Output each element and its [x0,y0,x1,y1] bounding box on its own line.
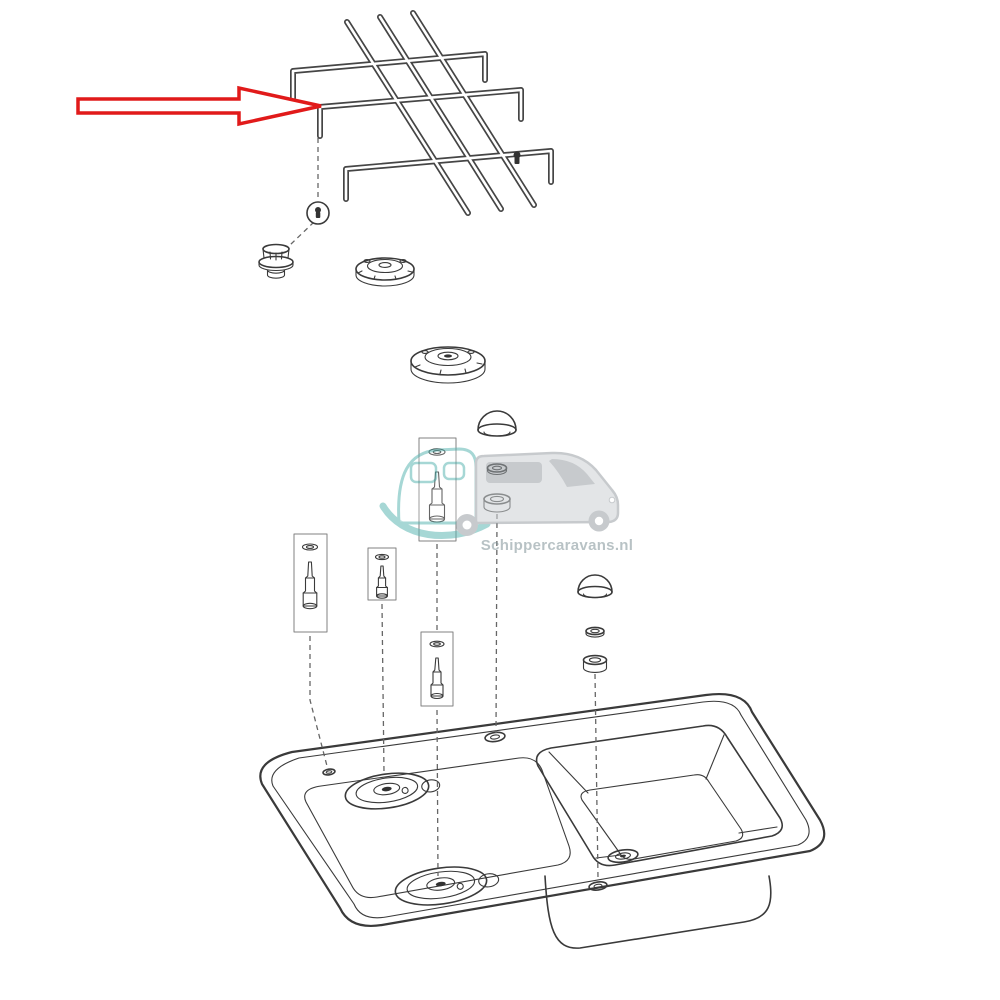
leader-left-chain [309,636,328,767]
leader-right-chain [594,673,599,879]
sink-bowl-bottom [580,774,744,860]
watermark-text: Schippercaravans.nl [481,537,633,554]
seal-ring-right [585,626,605,638]
sink-bowl [535,724,783,949]
sink-hob-unit [259,693,826,949]
leader-jet2-to-front-burner [436,709,439,877]
gas-jet-2 [430,657,444,697]
grid-wire-outlines [290,10,554,216]
burner-base-medium [355,257,415,287]
burner-recess-front [394,866,500,906]
burner-cap-small [258,243,294,279]
watermark: Schippercaravans.nl [379,447,633,554]
leader-mid-chain-to-rear-burner [381,603,385,774]
burner-dome-center [477,410,517,437]
pan-support-grid [290,10,554,216]
leader-lines [289,138,599,879]
highlight-arrow [76,85,322,127]
grid-wire-cores [291,11,553,215]
burner-dome-right [577,574,613,599]
grid-foot [513,151,521,164]
grid-foot-detail [306,201,330,225]
gas-jet-4 [376,565,388,597]
spacer-ring-right [582,654,608,673]
sink-bowl-underside [544,875,772,949]
overflow-hole [588,881,608,891]
unit-outer-rim [259,693,826,927]
watermark-caravan [397,447,478,525]
watermark-van [474,451,620,525]
leader-center-chain [495,513,498,734]
jet-assembly-box-4 [367,547,397,601]
leader-foot-to-cap [289,221,315,246]
gas-jet-3 [302,561,318,607]
burner-base-large [410,346,486,384]
tap-hole [484,731,506,743]
jet-assembly-box-3 [293,533,328,633]
jet-assembly-box-2 [420,631,454,707]
burner-recess-rear [344,772,441,810]
sink-bowl-corners [548,734,778,859]
unit-inner-rim [271,700,810,919]
corner-hole [322,768,336,776]
sink-opening [535,724,783,867]
drain-hole [607,848,639,864]
